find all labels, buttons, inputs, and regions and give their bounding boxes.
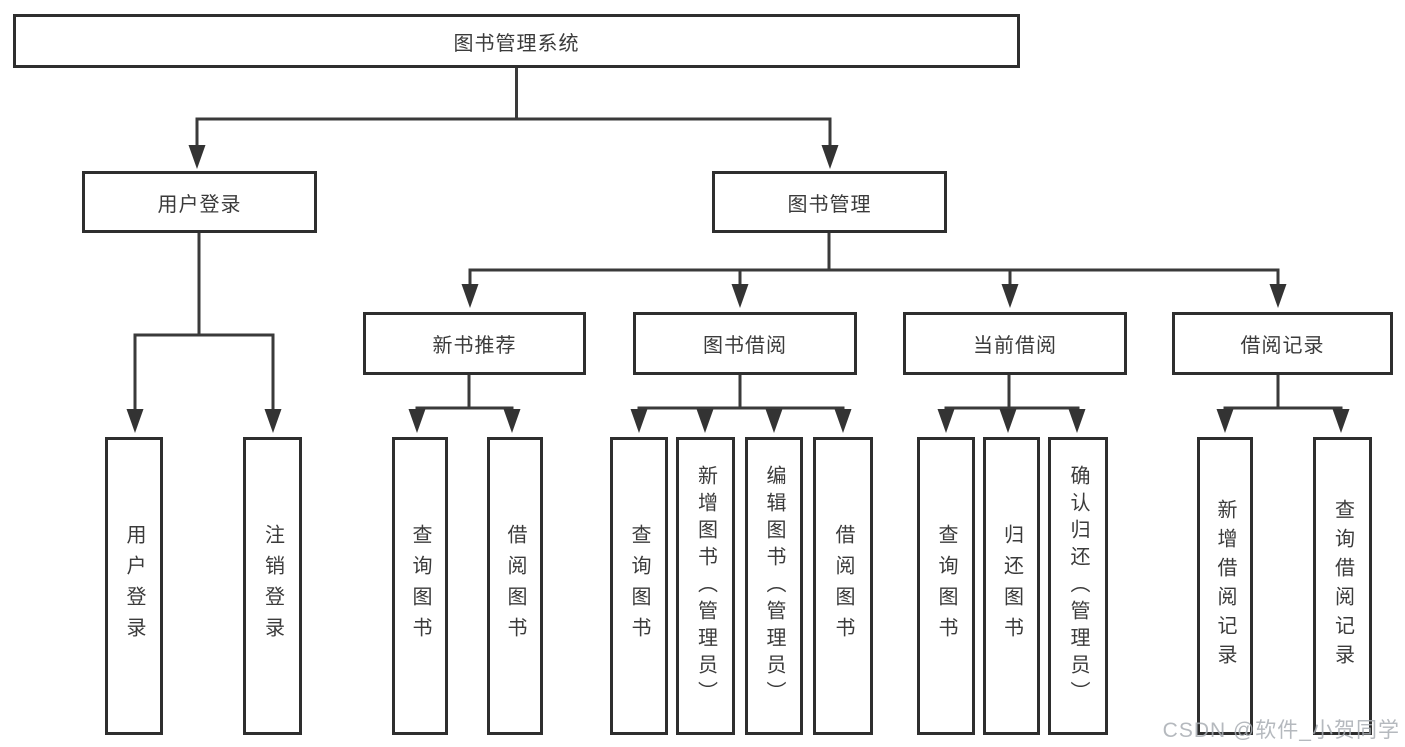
arrowhead-to-leaf-user-login <box>126 409 144 433</box>
leaf-add-borrow-record: 新增借阅记录 <box>1197 437 1253 735</box>
leaf-query-books-recommend: 查询图书 <box>392 437 448 735</box>
leaf-confirm-return-admin: 确认归还（管理员） <box>1048 437 1108 735</box>
node-current-borrow: 当前借阅 <box>903 312 1127 375</box>
node-book-management: 图书管理 <box>712 171 947 233</box>
arrowhead-to-book-borrow <box>731 284 749 308</box>
arrowhead-to-user-login <box>188 145 206 169</box>
node-book-borrow: 图书借阅 <box>633 312 857 375</box>
leaf-add-books-admin: 新增图书（管理员） <box>676 437 735 735</box>
connectors-user-login-subtree <box>126 233 282 433</box>
node-user-login: 用户登录 <box>82 171 317 233</box>
leaf-query-books-current: 查询图书 <box>917 437 975 735</box>
connectors-book-management-subtree <box>461 233 1287 308</box>
leaf-query-books-borrow: 查询图书 <box>610 437 668 735</box>
arrowhead-to-book-management <box>821 145 839 169</box>
node-root-library-management-system: 图书管理系统 <box>13 14 1020 68</box>
connectors-current-borrow-subtree <box>937 375 1086 433</box>
connectors-book-borrow-subtree <box>630 375 852 433</box>
connectors-borrow-records-subtree <box>1216 375 1350 433</box>
node-borrow-records: 借阅记录 <box>1172 312 1393 375</box>
leaf-user-login: 用户登录 <box>105 437 163 735</box>
leaf-query-borrow-record: 查询借阅记录 <box>1313 437 1372 735</box>
node-new-book-recommend: 新书推荐 <box>363 312 586 375</box>
leaf-logout: 注销登录 <box>243 437 302 735</box>
leaf-borrow-books: 借阅图书 <box>813 437 873 735</box>
connectors-new-book-recommend-subtree <box>408 375 521 433</box>
leaf-edit-books-admin: 编辑图书（管理员） <box>745 437 803 735</box>
connectors-root-level <box>188 68 839 169</box>
arrowhead-to-borrow-records <box>1269 284 1287 308</box>
watermark: CSDN @软件_小贺同学 <box>1162 719 1400 742</box>
arrowhead-to-current-borrow <box>1001 284 1019 308</box>
arrowhead-to-leaf-logout <box>264 409 282 433</box>
leaf-return-books: 归还图书 <box>983 437 1040 735</box>
arrowhead-to-new-book-recommend <box>461 284 479 308</box>
leaf-borrow-books-recommend: 借阅图书 <box>487 437 543 735</box>
